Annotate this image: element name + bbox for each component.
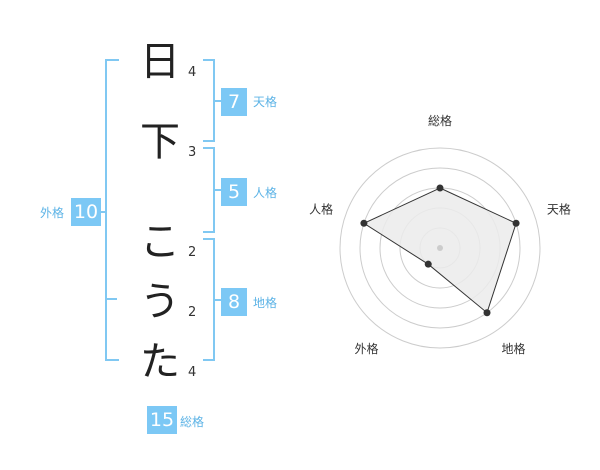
- jinkaku-label: 人格: [253, 186, 278, 200]
- radar-point-4: [424, 260, 432, 268]
- radar-axis-label-2: 天格: [547, 201, 571, 216]
- stroke-count-2: 3: [188, 145, 197, 160]
- stroke-count-3: 2: [188, 245, 197, 260]
- radar-grid-ring: [339, 147, 541, 349]
- stroke-count-5: 4: [188, 365, 197, 380]
- gaikaku-value-badge: 10: [71, 198, 101, 226]
- radar-grid-ring: [359, 167, 521, 329]
- gaikaku-split-tick: [105, 298, 117, 300]
- soukaku-label: 総格: [180, 415, 205, 429]
- name-char-5: た: [140, 339, 180, 385]
- radar-axis-label-1: 総格: [428, 113, 452, 128]
- name-char-2: 下: [140, 119, 180, 165]
- tenkaku-value-badge: 7: [221, 88, 247, 116]
- radar-point-1: [436, 184, 444, 192]
- gaikaku-bracket: [105, 59, 119, 361]
- jinkaku-value-badge: 5: [221, 178, 247, 206]
- radar-point-2: [512, 219, 520, 227]
- radar-center-point: [437, 245, 443, 251]
- radar-axis-label-4: 外格: [354, 341, 378, 356]
- name-char-3: こ: [140, 219, 180, 265]
- gaikaku-label: 外格: [40, 206, 65, 220]
- name-char-4: う: [140, 279, 180, 325]
- soukaku-value-badge: 15: [147, 406, 177, 434]
- tenkaku-label: 天格: [253, 95, 278, 109]
- radar-axis-label-5: 人格: [309, 201, 333, 216]
- chikaku-bracket-tick: [213, 299, 221, 301]
- radar-point-3: [483, 309, 491, 317]
- radar-point-5: [360, 219, 368, 227]
- stroke-count-1: 4: [188, 65, 197, 80]
- chikaku-label: 地格: [253, 296, 278, 310]
- radar-axis-label-3: 地格: [501, 341, 525, 356]
- jinkaku-bracket-tick: [213, 189, 221, 191]
- chikaku-value-badge: 8: [221, 288, 247, 316]
- tenkaku-bracket-tick: [213, 100, 221, 102]
- stroke-count-4: 2: [188, 305, 197, 320]
- name-char-1: 日: [140, 39, 180, 85]
